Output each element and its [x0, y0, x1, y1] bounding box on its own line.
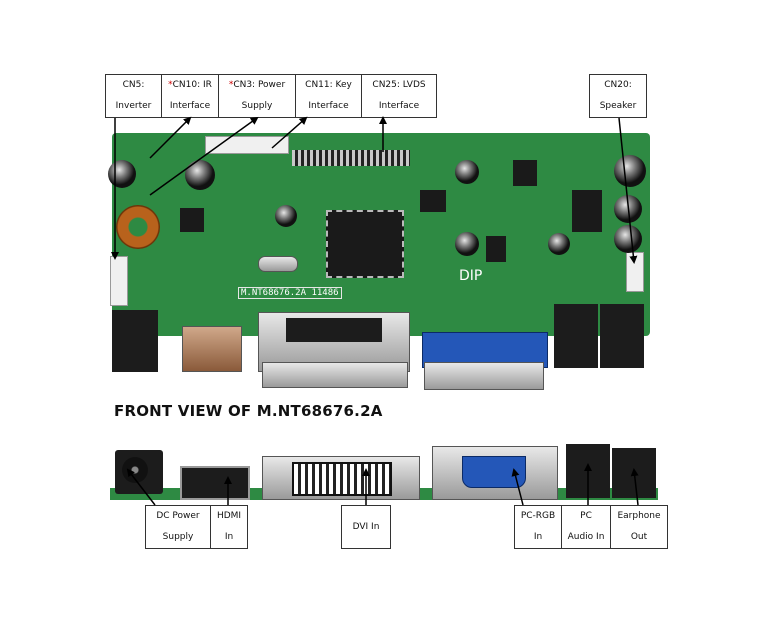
- label-cn11: CN11: Key Interface: [295, 74, 362, 118]
- label-hdmi-in-line2: In: [224, 532, 234, 542]
- label-cn20-line2: Speaker: [599, 101, 637, 111]
- label-cn10-line2: Interface: [169, 101, 211, 111]
- arrow-cn20: [618, 117, 638, 264]
- dc-jack-top: [112, 310, 158, 372]
- label-cn3-line1-wrap: *CN3: Power: [219, 75, 295, 96]
- label-cn20: CN20: Speaker: [589, 74, 647, 118]
- dip-marking: DIP: [459, 268, 483, 284]
- arrow-dc-power: [126, 468, 156, 506]
- label-cn25: CN25: LVDS Interface: [361, 74, 437, 118]
- label-cn11-line1: CN11: Key: [305, 80, 352, 90]
- label-hdmi-in-line1: HDMI: [216, 511, 242, 521]
- capacitor: [455, 232, 479, 256]
- cn5-inverter-connector: [110, 256, 128, 306]
- label-earphone-out-line1: Earphone: [617, 511, 661, 521]
- audio-jack-top: [554, 304, 598, 368]
- label-pc-audio-in-line2: Audio In: [567, 532, 605, 542]
- label-hdmi-in: HDMI In: [210, 505, 248, 549]
- label-cn11-line2: Interface: [308, 101, 349, 111]
- capacitor: [614, 225, 642, 253]
- label-pc-audio-in-line1: PC: [580, 511, 592, 521]
- label-cn3-line1: CN3: Power: [233, 80, 286, 90]
- inductor-coil: [116, 205, 160, 249]
- arrow-earphone-out: [630, 468, 639, 506]
- capacitor: [455, 160, 479, 184]
- small-chip: [486, 236, 506, 262]
- capacitor: [275, 205, 297, 227]
- front-view-title: FRONT VIEW OF M.NT68676.2A: [114, 402, 383, 420]
- required-star: *: [168, 80, 173, 90]
- hdmi-port-front: [180, 466, 250, 500]
- label-cn5-line2: Inverter: [115, 101, 152, 111]
- arrow-cn11: [271, 116, 308, 149]
- scaler-chip: [326, 210, 404, 278]
- label-pc-rgb-in: PC-RGB In: [514, 505, 562, 549]
- capacitor: [108, 160, 136, 188]
- arrow-pc-rgb-in: [511, 468, 524, 506]
- label-dvi-in: DVI In: [341, 505, 391, 549]
- small-chip: [180, 208, 204, 232]
- vga-base: [424, 362, 544, 390]
- hdmi-port-top: [182, 326, 242, 372]
- label-cn10-line1: CN10: IR: [172, 80, 212, 90]
- label-cn3-line2: Supply: [241, 101, 273, 111]
- label-dc-power-line1: DC Power: [156, 511, 200, 521]
- earphone-jack-top: [600, 304, 644, 368]
- dvi-base: [262, 362, 408, 388]
- label-earphone-out-line2: Out: [630, 532, 648, 542]
- label-dvi-in-line1: DVI In: [352, 522, 380, 532]
- small-chip: [513, 160, 537, 186]
- label-pc-rgb-in-line1: PC-RGB: [520, 511, 556, 521]
- label-dc-power-line2: Supply: [162, 532, 194, 542]
- label-earphone-out: Earphone Out: [610, 505, 668, 549]
- dvi-port-body: [286, 318, 382, 342]
- capacitor: [185, 160, 215, 190]
- label-cn20-line1: CN20:: [604, 80, 632, 90]
- label-cn5-line1: CN5:: [122, 80, 145, 90]
- required-star: *: [228, 80, 234, 90]
- capacitor: [614, 155, 646, 187]
- label-dc-power: DC Power Supply: [145, 505, 211, 549]
- lvds-header: [292, 150, 410, 166]
- capacitor: [548, 233, 570, 255]
- small-chip: [572, 190, 602, 232]
- small-chip: [420, 190, 446, 212]
- label-cn25-line1: CN25: LVDS: [372, 80, 426, 90]
- crystal-oscillator: [258, 256, 298, 272]
- label-cn10: *CN10: IR Interface: [161, 74, 219, 118]
- arrow-cn10: [149, 116, 192, 159]
- label-pc-rgb-in-line2: In: [533, 532, 543, 542]
- arrow-cn3: [149, 116, 259, 196]
- label-cn25-line2: Interface: [378, 101, 420, 111]
- label-cn5: CN5: Inverter: [105, 74, 162, 118]
- label-cn10-line1-wrap: *CN10: IR: [162, 75, 218, 96]
- board-marking: M.NT68676.2A 11486: [238, 287, 342, 299]
- dvi-pin-block: [292, 462, 392, 496]
